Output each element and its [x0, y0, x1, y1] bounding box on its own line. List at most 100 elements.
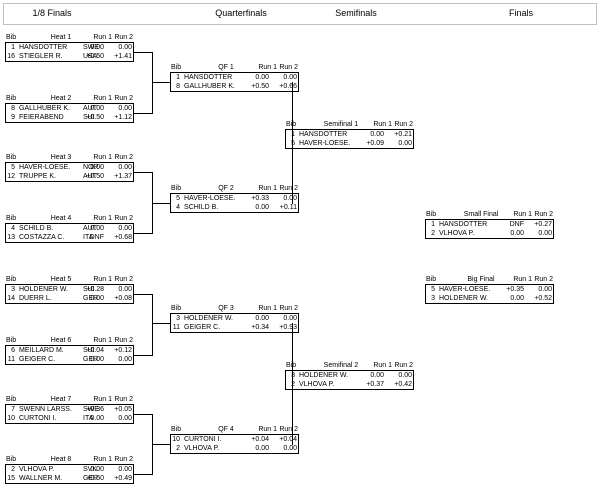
athlete-name: CURTONI I.: [184, 436, 222, 443]
athlete-seed: 1: [291, 131, 295, 138]
column-run2: Run 2: [394, 121, 413, 128]
heat-title: Heat 5: [50, 276, 72, 283]
column-run2: Run 2: [534, 276, 553, 283]
run1-time: +0.04: [86, 347, 104, 354]
quarterfinal-title: QF 4: [218, 426, 234, 433]
run1-time: +0.09: [366, 140, 384, 147]
athlete-name: TRUPPE K.: [19, 173, 56, 180]
run1-time: +0.50: [86, 475, 104, 482]
column-run2: Run 2: [279, 426, 298, 433]
column-run1: Run 1: [93, 34, 112, 41]
heat-title: Heat 7: [50, 396, 72, 403]
bracket-connector-line: [152, 52, 153, 114]
bracket-connector-line: [134, 172, 152, 173]
run2-time: 0.00: [118, 466, 132, 473]
column-bib: Bib: [171, 64, 182, 71]
column-run1: Run 1: [93, 154, 112, 161]
athlete-seed: 9: [11, 114, 15, 121]
run1-time: 0.00: [90, 356, 104, 363]
round-label-finals: Finals: [508, 8, 534, 18]
column-bib: Bib: [286, 120, 296, 129]
athlete-seed: 1: [431, 221, 435, 228]
column-bib: Bib: [171, 305, 182, 312]
run2-time: +0.11: [279, 204, 297, 211]
column-run2: Run 2: [534, 211, 553, 218]
athlete-seed: 3: [11, 286, 15, 293]
round-label-semifinals: Semifinals: [335, 8, 377, 18]
run1-time: +0.34: [251, 324, 269, 331]
run1-time: 0.00: [255, 315, 269, 322]
column-run1: Run 1: [93, 456, 112, 463]
run2-time: +0.12: [114, 347, 132, 354]
column-bib: Bib: [6, 396, 17, 403]
run2-time: 0.00: [283, 445, 297, 452]
run1-time: 0.00: [370, 131, 384, 138]
run2-time: 0.00: [118, 44, 132, 51]
run1-time: +0.28: [86, 286, 104, 293]
column-bib: Bib: [6, 215, 17, 222]
column-run2: Run 2: [279, 64, 298, 71]
athlete-name: GALLHUBER K.: [184, 83, 235, 90]
run1-time: +0.50: [251, 83, 269, 90]
athlete-country: NOR: [83, 164, 99, 171]
run1-time: +0.04: [251, 436, 269, 443]
run2-time: 0.00: [118, 415, 132, 422]
column-run1: Run 1: [258, 305, 277, 312]
athlete-country: SUI: [83, 114, 95, 121]
column-run2: Run 2: [114, 337, 133, 344]
column-bib: Bib: [6, 95, 17, 102]
bracket-connector-line: [134, 113, 152, 114]
column-run2: Run 2: [279, 185, 298, 192]
run1-time: 0.00: [90, 466, 104, 473]
athlete-seed: 8: [176, 83, 180, 90]
column-run2: Run 2: [114, 396, 133, 403]
run1-time: 0.00: [90, 295, 104, 302]
run1-time: 0.00: [90, 225, 104, 232]
athlete-name: HANSDOTTER: [299, 131, 348, 138]
run1-time: 0.00: [255, 445, 269, 452]
athlete-country: SUI: [83, 286, 95, 293]
athlete-seed: 3: [176, 315, 180, 322]
athlete-seed: 1: [11, 44, 15, 51]
run2-time: 0.00: [538, 230, 552, 237]
rounds-header: 1/8 Finals Quarterfinals Semifinals Fina…: [3, 3, 597, 25]
heat-title: Heat 4: [50, 215, 72, 222]
athlete-name: CURTONI I.: [19, 415, 57, 422]
run2-time: +1.41: [114, 53, 132, 60]
run1-time: +0.50: [86, 53, 104, 60]
athlete-seed: 14: [7, 295, 15, 302]
run2-time: 0.00: [118, 356, 132, 363]
athlete-country: AUT: [83, 173, 97, 180]
